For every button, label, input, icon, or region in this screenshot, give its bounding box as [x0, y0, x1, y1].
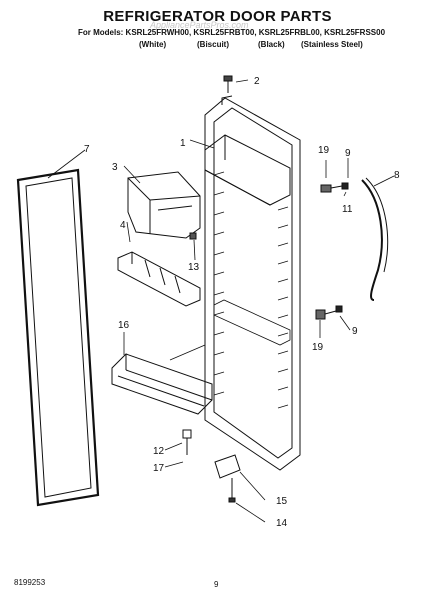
callout-12: 12 [153, 446, 165, 457]
door-handle [361, 177, 389, 301]
callout-11: 11 [342, 204, 353, 215]
callout-14: 14 [276, 518, 288, 529]
handle-hardware [315, 182, 349, 320]
page-number: 9 [214, 580, 219, 589]
model-list: For Models: KSRL25FRWH00, KSRL25FRBT00, … [78, 28, 386, 37]
page-title: REFRIGERATOR DOOR PARTS [103, 8, 332, 25]
callout-1: 1 [180, 138, 186, 149]
color-biscuit: (Biscuit) [197, 40, 229, 49]
callout-2: 2 [254, 76, 260, 87]
door-liner [204, 95, 301, 471]
color-black: (Black) [258, 40, 285, 49]
callout-4: 4 [120, 220, 126, 231]
watermark: AppliancePartsPros.com [150, 20, 249, 30]
bottom-hinge-parts [182, 429, 241, 503]
callout-16: 16 [118, 320, 130, 331]
hinge-pin-13 [189, 232, 197, 240]
callout-9b: 9 [352, 326, 358, 337]
color-variants: (White) (Biscuit) (Black) (Stainless Ste… [0, 40, 435, 52]
leader-lines [47, 79, 395, 523]
small-door-bin [117, 251, 201, 307]
callout-15: 15 [276, 496, 288, 507]
liner-shelf-ribs [213, 171, 291, 409]
callout-3: 3 [112, 162, 118, 173]
large-door-bin [111, 353, 213, 415]
callout-13: 13 [188, 262, 200, 273]
callout-19a: 19 [318, 145, 330, 156]
dairy-compartment [204, 134, 291, 206]
doc-number: 8199253 [14, 578, 46, 587]
color-white: (White) [139, 40, 167, 49]
callout-19b: 19 [312, 342, 324, 353]
door-gasket [16, 168, 100, 507]
callout-17: 17 [153, 463, 165, 474]
color-stainless: (Stainless Steel) [301, 40, 363, 49]
callout-9a: 9 [345, 148, 351, 159]
callout-8: 8 [394, 170, 400, 181]
callout-7: 7 [84, 144, 90, 155]
screw-part-2 [223, 75, 233, 93]
